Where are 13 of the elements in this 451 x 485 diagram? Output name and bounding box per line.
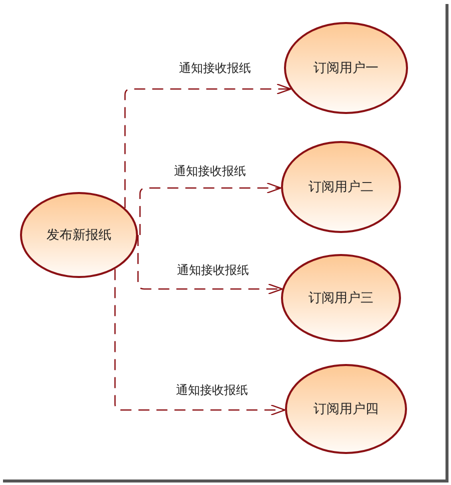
use-case-ellipse: 订阅用户三: [281, 254, 401, 342]
use-case-ellipse: 发布新报纸: [20, 192, 138, 278]
use-case-ellipse: 订阅用户二: [281, 141, 401, 233]
edge-label: 通知接收报纸: [174, 382, 250, 399]
edge-label: 通知接收报纸: [177, 60, 253, 77]
edge-label: 通知接收报纸: [175, 262, 251, 279]
use-case-ellipse: 订阅用户四: [285, 364, 407, 454]
use-case-ellipse: 订阅用户一: [284, 22, 408, 114]
edge-label: 通知接收报纸: [172, 163, 248, 180]
dashed-arrow: [139, 182, 282, 235]
dashed-arrow: [137, 235, 283, 295]
dashed-arrow: [114, 269, 286, 416]
dashed-arrow: [124, 83, 292, 208]
